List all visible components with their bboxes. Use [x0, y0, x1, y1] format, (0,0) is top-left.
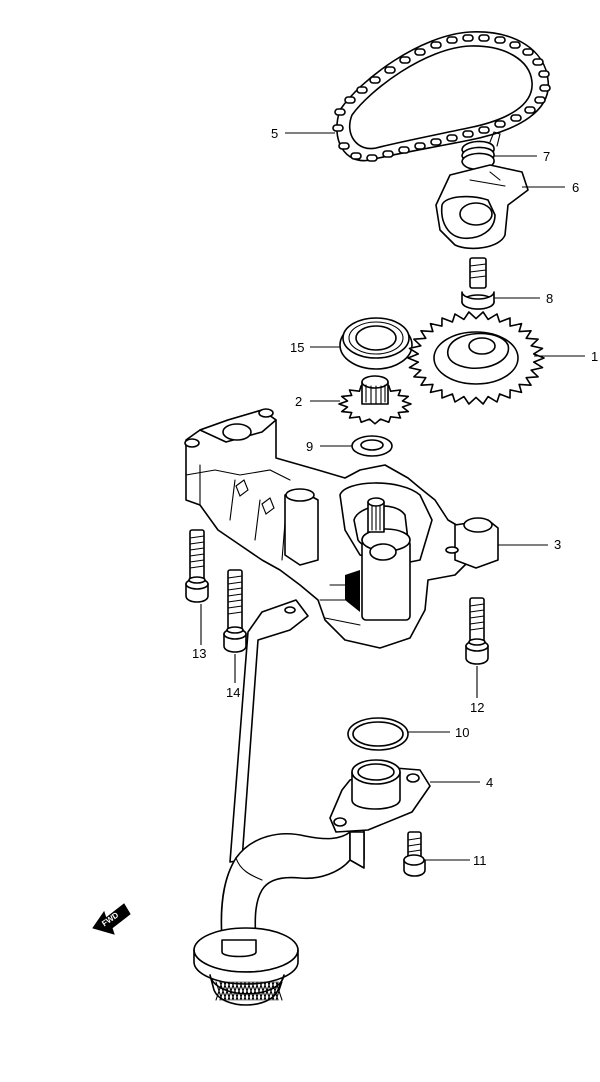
part-oil-pump-body [184, 408, 499, 649]
part-pump-shaft [367, 497, 385, 533]
strainer-mesh [215, 981, 283, 1001]
chain-link [538, 70, 550, 78]
chain-link [414, 142, 426, 150]
callout-labels: 1 2 3 4 5 6 7 8 9 10 11 12 13 14 15 [192, 126, 598, 868]
callout-13: 13 [192, 646, 206, 661]
chain-link [478, 126, 490, 134]
chain-link [430, 138, 442, 146]
chain-link [382, 150, 394, 158]
chain-link [446, 36, 458, 44]
callout-7: 7 [543, 149, 550, 164]
chain-link [384, 66, 396, 74]
callout-8: 8 [546, 291, 553, 306]
chain-link [539, 84, 551, 92]
mesh-line [275, 981, 283, 1001]
fwd-arrow-icon [92, 903, 131, 935]
part-o-ring [347, 717, 409, 751]
chain-link [398, 146, 410, 154]
chain-link [446, 134, 458, 142]
callout-15: 15 [290, 340, 304, 355]
part-tensioner [435, 164, 529, 250]
chain-link [478, 34, 490, 42]
chain-link [524, 106, 536, 114]
part-oil-strainer-pipe [193, 599, 365, 1006]
leader-lines [200, 132, 585, 861]
callout-9: 9 [306, 439, 313, 454]
chain-link [334, 108, 346, 116]
chain-link [430, 41, 442, 49]
chain-links [332, 34, 551, 162]
chain-link [462, 130, 474, 138]
chain-link [338, 142, 350, 150]
part-small-sprocket [338, 375, 412, 425]
chain-link [534, 96, 546, 104]
chain-link [332, 124, 344, 132]
part-bolt-11 [403, 831, 426, 877]
part-pivot-bolt [461, 257, 495, 310]
chain-link [462, 34, 474, 42]
callout-10: 10 [455, 725, 469, 740]
part-chain [332, 31, 551, 162]
chain-link [369, 76, 381, 84]
callout-2: 2 [295, 394, 302, 409]
chain-link [494, 36, 506, 44]
callout-6: 6 [572, 180, 579, 195]
callout-4: 4 [486, 775, 493, 790]
callout-5: 5 [271, 126, 278, 141]
callout-1: 1 [591, 349, 598, 364]
part-bolt-13 [185, 529, 209, 603]
part-pipe-flange [329, 759, 431, 833]
fwd-direction-arrow: FWD [92, 903, 131, 935]
chain-link [366, 154, 378, 162]
callout-3: 3 [554, 537, 561, 552]
chain-link [522, 48, 534, 56]
chain-link [350, 152, 362, 160]
part-large-sprocket [407, 311, 545, 405]
part-bolt-12 [465, 597, 489, 665]
chain-link [532, 58, 544, 66]
chain-link [509, 41, 521, 49]
chain-link [510, 114, 522, 122]
chain-link [414, 48, 426, 56]
callout-12: 12 [470, 700, 484, 715]
chain-link [494, 120, 506, 128]
callout-14: 14 [226, 685, 240, 700]
part-bearing [339, 317, 413, 370]
part-bolt-14 [223, 569, 247, 653]
chain-link [356, 86, 368, 94]
callout-11: 11 [473, 853, 487, 868]
chain-link [399, 56, 411, 64]
chain-link [344, 96, 356, 104]
part-washer [351, 435, 393, 457]
